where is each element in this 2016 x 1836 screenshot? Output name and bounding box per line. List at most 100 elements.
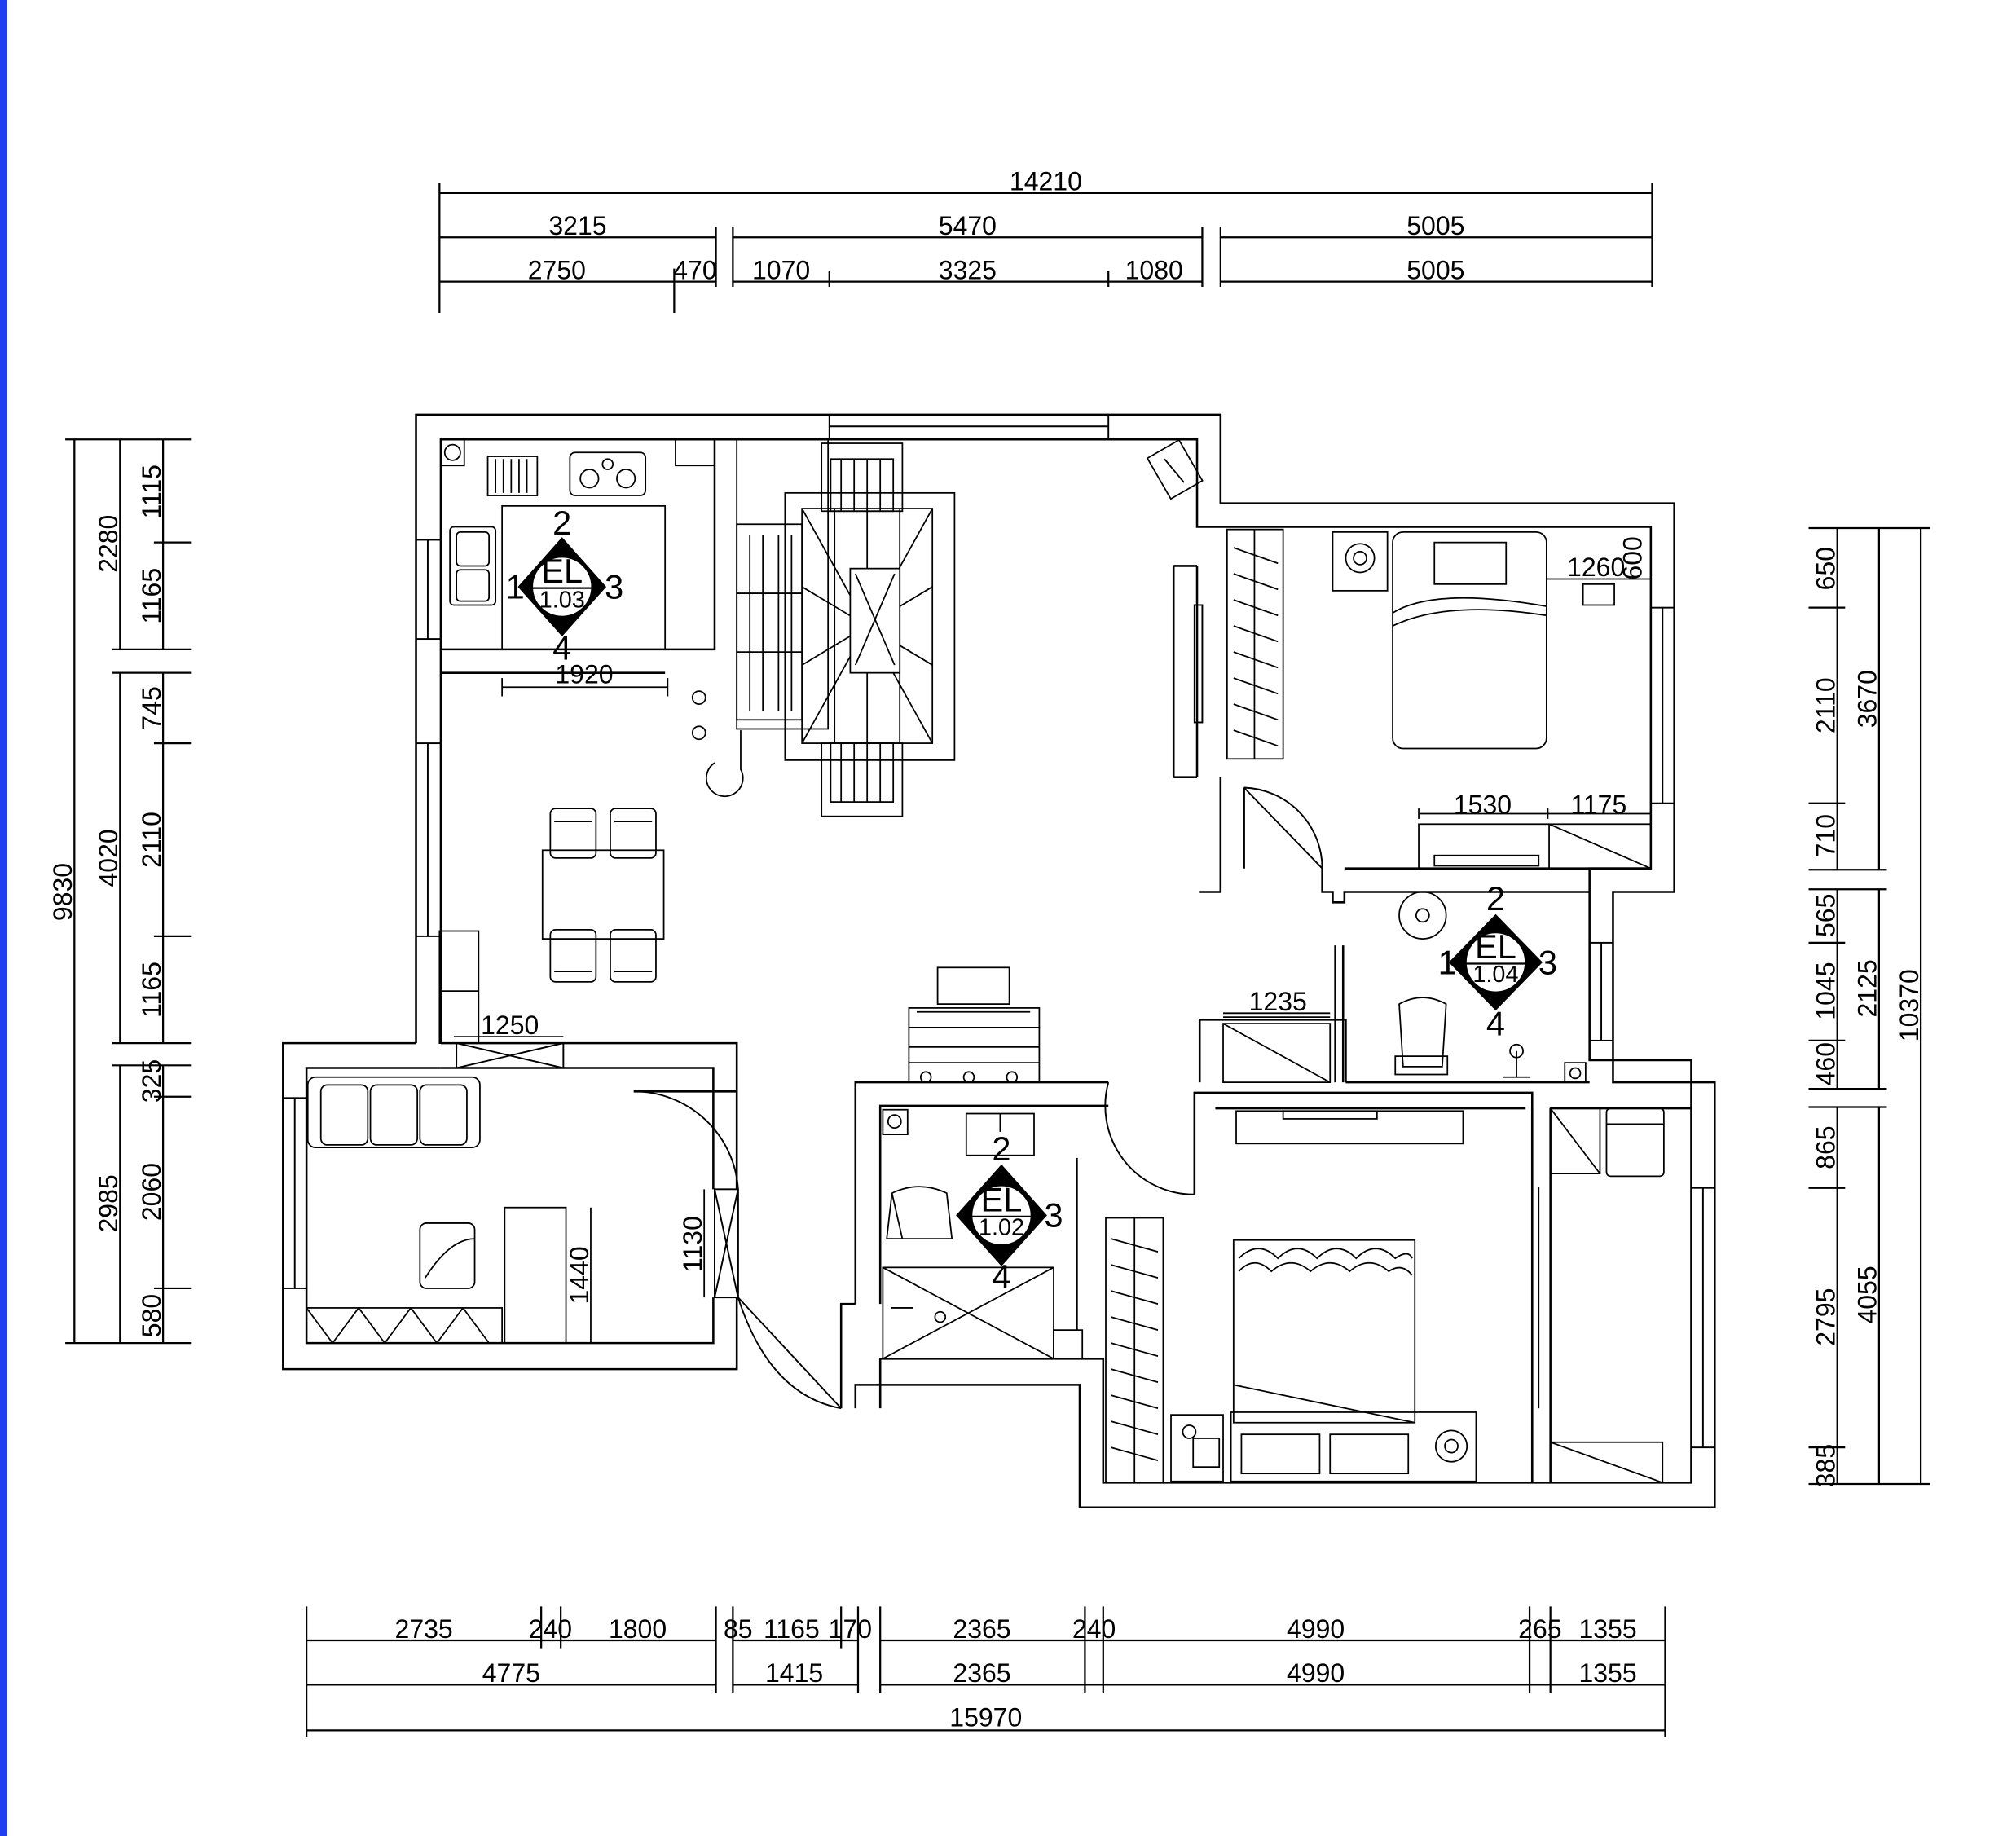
dim-int-1130: 1130	[678, 1216, 707, 1272]
dim-int-600: 600	[1618, 536, 1648, 579]
dim-right-in-5: 1045	[1811, 962, 1840, 1020]
small-bath-fixtures	[1538, 1107, 1665, 1484]
dim-bot-r1-8: 240	[1072, 1614, 1116, 1644]
dim-bot-r2-4: 4990	[1287, 1658, 1345, 1688]
interior-dimension-labels: 1920 1250 1440 1130 1235 1260 600 1530 1…	[453, 536, 1648, 1344]
dim-bot-r1-5: 1165	[764, 1614, 820, 1644]
elevation-marker-102: EL 1.02 2 3 4	[979, 1129, 1063, 1296]
left-dimension-lines	[65, 438, 192, 1345]
dim-right-mid-3: 4055	[1853, 1266, 1882, 1323]
right-dimension-labels: 650 2110 710 565 1045 460 865 2795 385 3…	[1811, 547, 1923, 1487]
dim-left-mid-3: 2985	[94, 1174, 123, 1232]
el-side-4: 4	[552, 629, 571, 667]
el-label: EL	[541, 552, 583, 590]
el-label: EL	[981, 1181, 1023, 1219]
el-side-2: 2	[1486, 879, 1505, 918]
dim-int-1260: 1260	[1567, 553, 1625, 582]
dim-right-mid-1: 3670	[1853, 670, 1882, 728]
dim-top-overall: 14210	[1010, 167, 1082, 196]
dim-left-in-3: 745	[137, 686, 166, 729]
el-side-3: 3	[1044, 1196, 1063, 1235]
dim-bot-r1-2: 240	[529, 1614, 572, 1644]
left-dimension-labels: 1115 1165 745 2110 1165 325 2060 580 228…	[48, 465, 166, 1337]
dim-right-in-9: 385	[1811, 1444, 1840, 1487]
dim-bot-r1-6: 170	[829, 1614, 872, 1644]
dim-bot-r1-9: 4990	[1287, 1614, 1345, 1644]
dim-top-r2-5: 1080	[1125, 255, 1183, 284]
dim-left-in-8: 580	[137, 1294, 166, 1337]
dim-right-in-1: 650	[1811, 547, 1840, 590]
right-dimension-lines	[1808, 526, 1930, 1486]
el-side-4: 4	[992, 1257, 1010, 1296]
kitchen-fixtures	[440, 438, 744, 798]
dim-bot-r1-10: 265	[1518, 1614, 1561, 1644]
dim-right-in-6: 460	[1811, 1042, 1840, 1085]
dim-bot-overall: 15970	[949, 1703, 1022, 1733]
elevation-marker-shapes	[517, 537, 1543, 1266]
dim-top-r2-4: 3325	[939, 255, 997, 284]
second-bedroom-furniture	[1105, 1110, 1477, 1484]
master-bedroom-furniture	[1226, 528, 1652, 870]
el-side-3: 3	[1538, 943, 1557, 981]
dim-top-r2-2: 470	[673, 255, 716, 284]
dim-int-1250: 1250	[481, 1010, 539, 1040]
dim-right-in-3: 710	[1811, 814, 1840, 857]
dim-top-r1-2: 5470	[939, 211, 997, 240]
dim-bot-r1-11: 1355	[1578, 1614, 1636, 1644]
bottom-dimension-lines	[306, 1606, 1666, 1737]
dim-bot-r2-5: 1355	[1578, 1658, 1636, 1688]
bottom-dimension-labels: 2735 240 1800 85 1165 170 2365 240 4990 …	[395, 1614, 1637, 1733]
dim-int-1440: 1440	[565, 1246, 594, 1304]
dim-left-mid-1: 2280	[94, 515, 123, 573]
el-side-1: 1	[506, 567, 525, 605]
dim-bot-r2-1: 4775	[482, 1658, 540, 1688]
dim-left-outer: 9830	[48, 863, 77, 921]
dim-left-in-4: 2110	[137, 812, 166, 868]
el-side-4: 4	[1486, 1005, 1505, 1043]
dim-right-outer: 10370	[1895, 969, 1924, 1041]
dim-bot-r1-7: 2365	[953, 1614, 1010, 1644]
blue-left-edge	[0, 0, 7, 1836]
dim-top-r1-1: 3215	[548, 211, 606, 240]
doors	[456, 786, 1323, 1410]
dim-right-in-7: 865	[1811, 1125, 1840, 1169]
dim-bot-r2-2: 1415	[765, 1658, 823, 1688]
dim-int-1920: 1920	[555, 659, 613, 689]
dim-int-1235: 1235	[1249, 987, 1307, 1016]
top-dimension-lines	[438, 183, 1653, 314]
dim-right-in-8: 2795	[1811, 1288, 1840, 1346]
el-number: 1.02	[979, 1214, 1024, 1240]
dim-left-in-7: 2060	[137, 1163, 166, 1221]
el-number: 1.04	[1472, 962, 1518, 988]
dim-left-mid-2: 4020	[94, 829, 123, 887]
el-number: 1.03	[539, 588, 585, 614]
dim-int-1530: 1530	[1454, 790, 1512, 819]
top-dimension-labels: 14210 3215 5470 5005 2750 470 1070 3325 …	[528, 167, 1465, 285]
entry-plaque	[1146, 438, 1204, 500]
corridor-bath-fixtures	[1222, 891, 1587, 1083]
dim-left-in-6: 325	[137, 1059, 166, 1103]
dim-right-in-2: 2110	[1811, 677, 1840, 733]
elevation-marker-104: EL 1.04 1 2 3 4	[1438, 879, 1557, 1043]
el-label: EL	[1475, 927, 1516, 966]
el-side-3: 3	[605, 567, 623, 605]
dim-left-in-2: 1165	[137, 568, 166, 624]
dim-left-in-5: 1165	[137, 962, 166, 1018]
dim-int-1175: 1175	[1570, 790, 1626, 819]
dim-right-mid-2: 2125	[1853, 959, 1882, 1017]
living-room-furniture	[306, 930, 567, 1345]
dim-top-r1-3: 5005	[1406, 211, 1464, 240]
el-side-1: 1	[1438, 943, 1457, 981]
dim-bot-r2-3: 2365	[953, 1658, 1010, 1688]
windows	[282, 413, 1716, 1449]
study-furniture	[882, 966, 1084, 1360]
dim-top-r2-1: 2750	[528, 255, 586, 284]
dining-table	[541, 808, 665, 983]
elevation-marker-103: EL 1.03 1 2 3 4	[506, 504, 624, 667]
dim-right-in-4: 565	[1811, 894, 1840, 937]
sofa-set	[736, 438, 956, 817]
el-side-2: 2	[552, 504, 571, 542]
dim-left-in-1: 1115	[137, 465, 166, 518]
dim-bot-r1-3: 1800	[609, 1614, 667, 1644]
